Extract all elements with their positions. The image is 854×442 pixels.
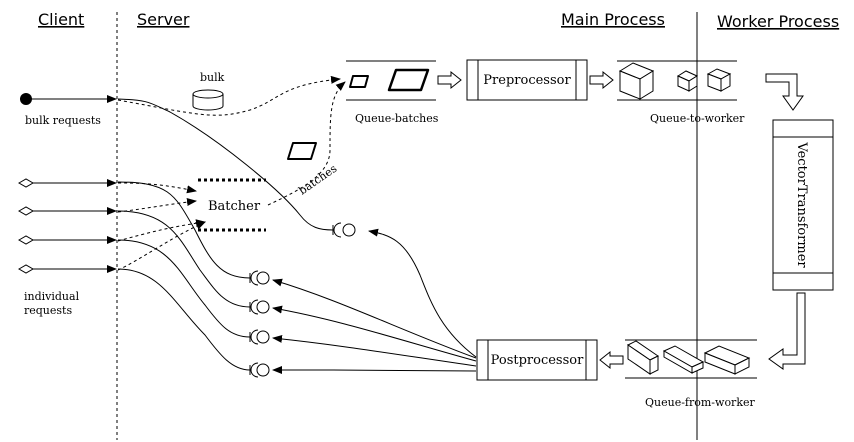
- post-response-bulk: [368, 228, 477, 358]
- bulk-response-socket-icon: [332, 222, 356, 238]
- response-socket-3-icon: [249, 329, 270, 345]
- response-socket-1-icon: [249, 270, 270, 286]
- vector-transformer-label: VectorTransformer: [794, 141, 809, 268]
- bulk-to-queue-path: [117, 75, 341, 116]
- queue-to-worker-small-cube-1-icon: [676, 70, 699, 92]
- queue-to-preprocessor-arrow: [437, 70, 462, 90]
- from-vector-transformer-arrow: [768, 292, 806, 370]
- queue-to-worker-large-cube-icon: [618, 62, 655, 100]
- post-response-4: [272, 366, 477, 375]
- response-line-3: [117, 239, 251, 338]
- bulk-label: bulk: [200, 71, 225, 84]
- queue-from-worker-bar-1-icon: [627, 340, 659, 375]
- header-server: Server: [137, 10, 190, 29]
- individual-request-nodes: [17, 178, 35, 274]
- queue-batches-large-parcel-icon: [387, 68, 430, 92]
- batches-path: [267, 81, 346, 206]
- response-socket-4-icon: [249, 362, 270, 378]
- queue-to-worker-small-cube-2-icon: [706, 68, 732, 92]
- individual-label-line1: individual: [24, 290, 80, 303]
- queue-from-worker-label: Queue-from-worker: [645, 396, 755, 409]
- bulk-response-line: [117, 98, 334, 231]
- vector-transformer-box: [772, 119, 834, 291]
- batch-parcel-icon: [287, 142, 317, 160]
- queue-batches-label: Queue-batches: [355, 112, 439, 125]
- preprocessor-box: [466, 59, 588, 101]
- bulk-requests-label: bulk requests: [25, 114, 101, 127]
- response-line-2: [117, 210, 251, 308]
- header-client: Client: [38, 10, 84, 29]
- to-vector-transformer-arrow: [765, 73, 804, 111]
- post-response-3: [272, 334, 477, 367]
- postprocessor-label: Postprocessor: [491, 353, 584, 368]
- queue-to-worker-label: Queue-to-worker: [650, 112, 745, 125]
- post-response-1: [272, 278, 477, 359]
- postprocessor-box: [476, 339, 598, 381]
- bulk-database-icon: [192, 89, 224, 111]
- batcher-in-2: [117, 198, 197, 213]
- batcher-in-1: [117, 182, 197, 194]
- response-line-4: [117, 268, 251, 371]
- post-response-2: [272, 305, 477, 362]
- batches-label: batches: [296, 162, 339, 198]
- queue-to-postprocessor-arrow: [599, 350, 624, 370]
- response-socket-2-icon: [249, 299, 270, 315]
- batcher-in-4: [117, 221, 206, 271]
- queue-from-worker-bar-2-icon: [662, 345, 705, 374]
- queue-batches-small-parcel-icon: [349, 75, 369, 88]
- queue-from-worker-bar-3-icon: [703, 345, 751, 375]
- bulk-start-node: [20, 93, 32, 105]
- header-worker-process: Worker Process: [717, 12, 839, 31]
- response-line-1: [117, 181, 251, 279]
- individual-label-line2: requests: [24, 304, 72, 317]
- header-main-process: Main Process: [561, 10, 665, 29]
- preprocessor-to-queue-arrow: [589, 70, 614, 90]
- preprocessor-label: Preprocessor: [483, 73, 571, 88]
- batcher-label: Batcher: [208, 199, 261, 214]
